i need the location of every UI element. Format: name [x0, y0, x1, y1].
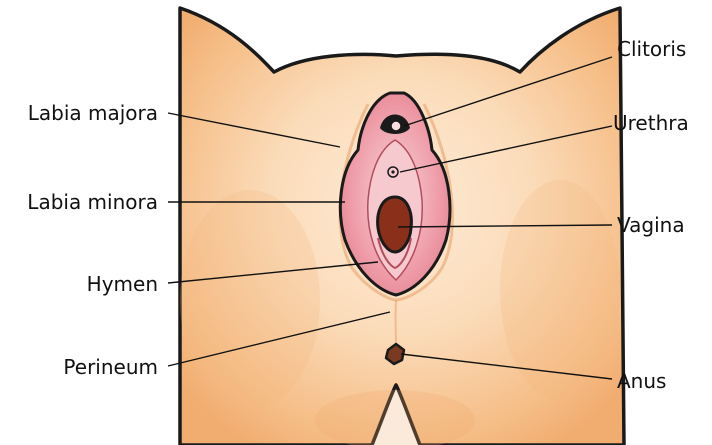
label-vagina: Vagina: [617, 213, 685, 237]
label-labia-minora: Labia minora: [27, 190, 158, 214]
label-anus: Anus: [617, 369, 666, 393]
label-perineum: Perineum: [63, 355, 158, 379]
clitoris-glans: [391, 121, 401, 131]
label-urethra: Urethra: [613, 111, 689, 135]
label-clitoris: Clitoris: [617, 37, 686, 61]
label-hymen: Hymen: [87, 272, 158, 296]
label-labia-majora: Labia majora: [28, 101, 158, 125]
vaginal-opening: [378, 197, 412, 252]
